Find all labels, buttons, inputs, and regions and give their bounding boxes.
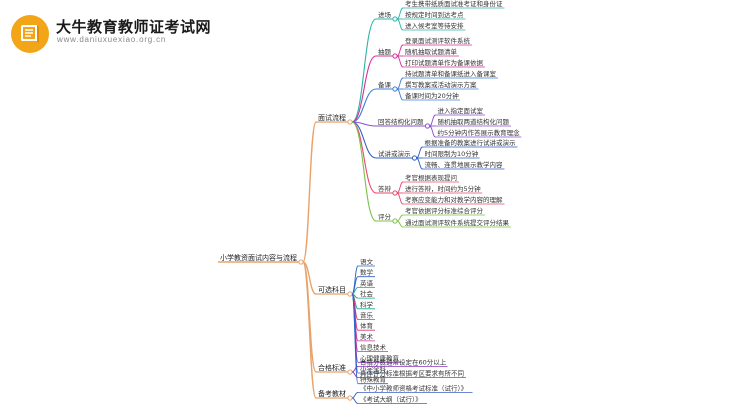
stage-label: 评分 (378, 212, 392, 221)
step-label: 随机抽取试题清单 (405, 47, 458, 56)
step-label: 考官根据表现提问 (405, 173, 457, 182)
step-connector (396, 220, 404, 228)
stage-label: 答辩 (378, 184, 392, 193)
branch-connector (302, 121, 317, 263)
step-label: 考生携带纸质面试准考证和身份证 (405, 0, 503, 8)
step-connector (396, 88, 404, 101)
step-label: 通过面试测评软件系统提交评分结果 (405, 218, 510, 227)
branch-connector-dot (347, 291, 353, 297)
step-label: 根据准备的教案进行试讲或演示 (425, 138, 517, 147)
stage-connector-dot (411, 155, 418, 161)
leaf-connector (351, 293, 359, 385)
stage-connector (351, 121, 377, 159)
step-label: 进行答辩，时间约为5分钟 (405, 184, 481, 193)
stage-label: 备课 (378, 80, 392, 89)
step-connector (396, 55, 404, 68)
step-label: 进入指定面试室 (438, 106, 484, 115)
step-label: 时间限制为10分钟 (425, 149, 479, 158)
step-connector (396, 7, 404, 20)
branch-label: 面试流程 (318, 113, 346, 122)
step-connector (396, 77, 404, 90)
site-url: www.daniuxuexiao.org.cn (57, 35, 167, 44)
step-connector (416, 146, 423, 159)
stage-connector (351, 88, 377, 123)
step-connector (416, 157, 423, 170)
step-connector (396, 18, 404, 31)
logo-icon (11, 15, 49, 53)
site-title: 大牛教育教师证考试网 (56, 18, 212, 36)
step-connector (429, 125, 436, 138)
subject-label: 小学全科 (360, 364, 387, 373)
subject-label: 英语 (360, 278, 374, 287)
step-label: 随机抽取两道结构化问题 (438, 117, 510, 126)
step-label: 流畅、连贯地展示教学内容 (425, 160, 504, 169)
root-connector-dot (298, 259, 304, 265)
step-connector (429, 114, 436, 127)
subject-label: 信息技术 (360, 343, 387, 352)
subject-label: 心理健康教育 (360, 353, 400, 362)
stage-label: 回答结构化问题 (378, 117, 424, 126)
step-label: 考察应变能力和对教学内容的理解 (405, 195, 503, 204)
stage-connector (351, 55, 377, 123)
leaf-label: 合格分数通常设定在60分以上 (360, 358, 447, 367)
subject-label: 美术 (360, 332, 374, 341)
step-connector (396, 181, 404, 194)
stage-connector-dot (392, 16, 398, 22)
step-label: 备课时间为20分钟 (405, 91, 459, 100)
stage-connector (351, 121, 377, 194)
branch-connector-dot (347, 119, 353, 125)
stage-connector-dot (392, 218, 398, 224)
stage-connector-dot (392, 53, 398, 59)
step-label: 按规定时间到达考点 (405, 10, 464, 19)
step-connector (396, 44, 404, 57)
branch-connector-dot (347, 395, 353, 401)
stage-label: 试讲或演示 (378, 149, 411, 158)
stage-connector-dot (424, 123, 431, 129)
leaf-label: 《中小学教师资格考试标准（试行）》 (360, 384, 467, 393)
branch-label: 可选科目 (318, 285, 346, 294)
root-topic: 小学教资面试内容与流程 (220, 253, 297, 262)
leaf-connector (351, 392, 359, 399)
subject-label: 特殊教育 (360, 375, 387, 384)
stage-connector (351, 18, 377, 123)
step-label: 考官依据评分标准综合评分 (405, 206, 484, 215)
stage-label: 抽题 (378, 47, 392, 56)
step-label: 打印试题清单作为备课依据 (405, 58, 484, 67)
subject-label: 音乐 (360, 311, 374, 320)
subject-label: 科学 (360, 300, 374, 309)
stage-label: 进场 (378, 10, 392, 19)
step-label: 撰写教案或活动演示方案 (405, 80, 477, 89)
leaf-label: 具体评分标准根据考区要求有所不同 (360, 369, 464, 378)
subject-label: 语文 (360, 257, 374, 266)
stage-connector-dot (392, 86, 398, 92)
branch-label: 合格标准 (318, 363, 346, 372)
leaf-connector (351, 397, 359, 404)
branch-connector (302, 261, 317, 399)
leaf-label: 《考试大纲（试行）》 (360, 395, 422, 404)
step-label: 约5分钟内作答展示教育理念 (438, 128, 521, 137)
subject-label: 体育 (360, 321, 374, 330)
subject-label: 数学 (360, 268, 374, 277)
step-label: 登录面试测评软件系统 (405, 36, 471, 45)
leaf-connector (351, 371, 359, 378)
stage-connector-dot (392, 190, 398, 196)
branch-connector-dot (347, 369, 353, 375)
step-connector (396, 192, 404, 205)
branch-label: 备考教材 (318, 389, 346, 398)
subject-label: 社会 (360, 289, 374, 298)
step-label: 持试题清单和备课纸进入备课室 (405, 69, 497, 78)
step-connector (396, 214, 404, 222)
stage-connector (351, 121, 377, 222)
step-label: 进入候考室等待安排 (405, 21, 464, 30)
